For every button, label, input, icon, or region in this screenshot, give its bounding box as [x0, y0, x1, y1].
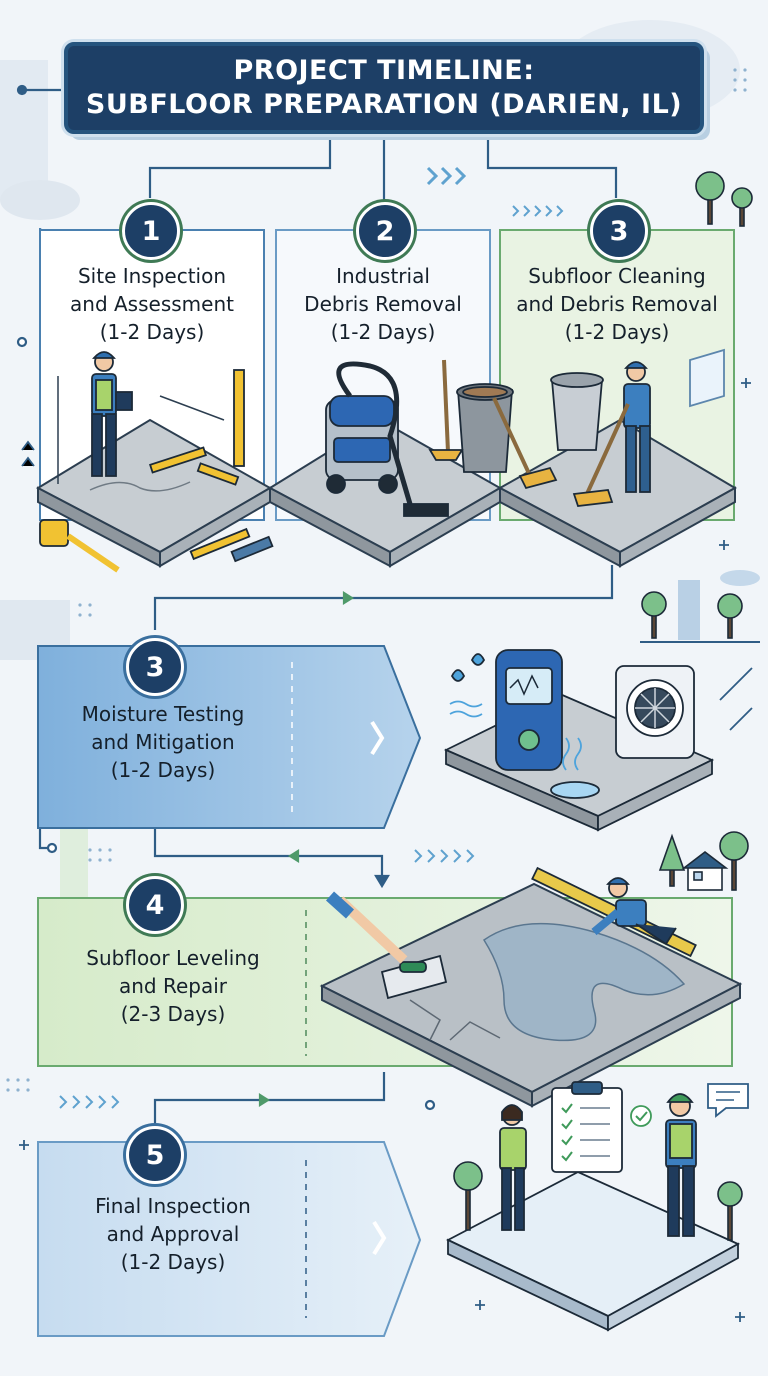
step-5-line-1: Final Inspection: [95, 1194, 251, 1218]
step-5-line-2: and Approval: [106, 1222, 240, 1246]
step-1-badge: 1: [122, 202, 180, 260]
trowel-icon: [325, 891, 448, 1000]
house-icon: [681, 850, 729, 891]
title-line-1: PROJECT TIMELINE:: [233, 55, 535, 86]
step-1-line-2: and Assessment: [70, 292, 234, 316]
cleaner-illustration: [550, 348, 725, 507]
step-1-line-1: Site Inspection: [77, 264, 227, 288]
step-moisture-label: Moisture Testing and Mitigation (1-2 Day…: [48, 700, 278, 784]
tree-icon: [453, 171, 753, 1241]
tape-measure-icon: [39, 519, 69, 547]
leveling-panel: [37, 866, 743, 1108]
step-4-line-3: (2-3 Days): [120, 1002, 226, 1026]
step-moisture-line-1: Moisture Testing: [81, 702, 245, 726]
connector-arrows: [258, 591, 390, 1107]
step-2-line-1: Industrial: [336, 264, 430, 288]
step-2-label: Industrial Debris Removal (1-2 Days): [276, 262, 490, 346]
step-3-line-1: Subfloor Cleaning: [528, 264, 706, 288]
moisture-illustration: [443, 649, 715, 832]
step-4-line-2: and Repair: [118, 974, 228, 998]
step-4-line-1: Subfloor Leveling: [86, 946, 260, 970]
step-1-label: Site Inspection and Assessment (1-2 Days…: [40, 262, 264, 346]
vacuum-icon: [325, 361, 449, 517]
inspector-illustration: [39, 351, 274, 573]
step-moisture-line-3: (1-2 Days): [110, 758, 216, 782]
step-5-label: Final Inspection and Approval (1-2 Days): [48, 1192, 298, 1276]
step-moisture-line-2: and Mitigation: [91, 730, 235, 754]
trash-can-icon: [456, 383, 514, 473]
timeline-title-box: PROJECT TIMELINE: SUBFLOOR PREPARATION (…: [64, 42, 704, 134]
step-1-line-3: (1-2 Days): [99, 320, 205, 344]
title-line-2: SUBFLOOR PREPARATION (DARIEN, IL): [85, 89, 683, 120]
moisture-meter-icon: [495, 649, 563, 771]
checkmark-icon: [630, 1105, 652, 1127]
step-2-line-3: (1-2 Days): [330, 320, 436, 344]
step-4-label: Subfloor Leveling and Repair (2-3 Days): [48, 944, 298, 1028]
dehumidifier-icon: [615, 665, 695, 759]
vacuum-illustration: [325, 359, 558, 517]
step-5-line-3: (1-2 Days): [120, 1250, 226, 1274]
final-panel: [37, 1141, 422, 1337]
building-decor: [640, 570, 760, 643]
step-4-badge: 4: [126, 876, 184, 934]
step-moisture-badge: 3: [126, 638, 184, 696]
sparkle-decor: [19, 378, 753, 1322]
chevron-decor: [59, 166, 564, 1109]
moisture-panel: [37, 645, 422, 829]
clipboard-icon: [551, 1081, 623, 1173]
step-3-line-3: (1-2 Days): [564, 320, 670, 344]
step-5-badge: 5: [126, 1126, 184, 1184]
step-2-line-2: Debris Removal: [304, 292, 462, 316]
dot-grid-decor: [6, 68, 747, 1092]
step-3-badge: 3: [590, 202, 648, 260]
step-3-label: Subfloor Cleaning and Debris Removal (1-…: [500, 262, 734, 346]
step-2-badge: 2: [356, 202, 414, 260]
final-illustration: [445, 1081, 749, 1332]
step-3-line-2: and Debris Removal: [516, 292, 718, 316]
